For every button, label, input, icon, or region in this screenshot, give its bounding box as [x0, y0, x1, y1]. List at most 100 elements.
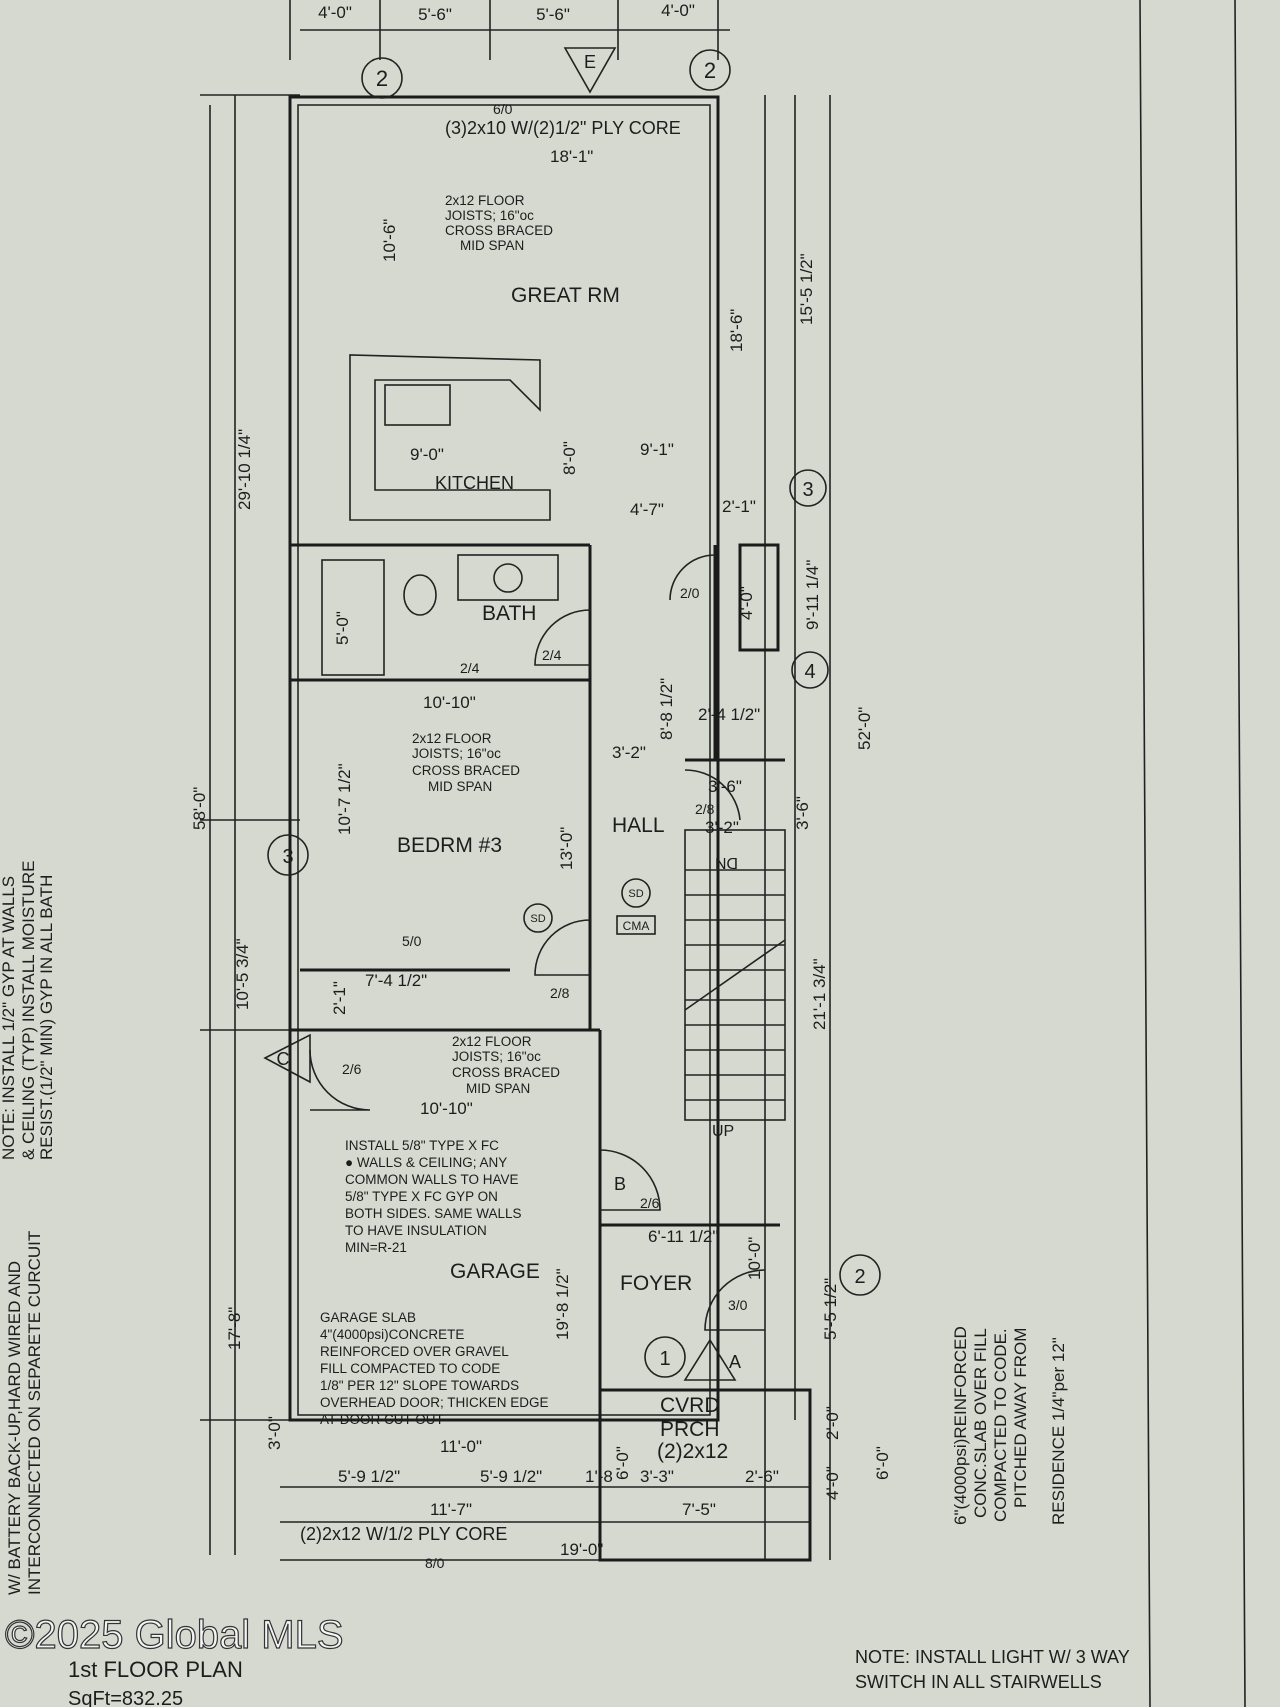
plan-label: 2/8	[695, 801, 715, 817]
plan-label: 6"(4000psi)REINFORCED	[951, 1326, 970, 1525]
plan-label: SD	[530, 913, 545, 925]
beam-label-top: (3)2x10 W/(2)1/2" PLY CORE	[445, 118, 681, 138]
plan-label: OVERHEAD DOOR; THICKEN EDGE	[320, 1395, 549, 1410]
plan-label: 19'-8 1/2"	[553, 1268, 572, 1340]
plan-mark	[309, 1049, 371, 1111]
plan-label: 2/6	[640, 1195, 660, 1211]
plan-label: 2	[704, 58, 716, 83]
plan-label: MID SPAN	[460, 238, 524, 253]
bottom-dimensions: 5'-9 1/2" 5'-9 1/2" 1'-8 3'-3" 2'-6" 11'…	[338, 1467, 779, 1559]
plan-label: INSTALL 5/8" TYPE X FC	[345, 1138, 499, 1153]
plan-label: JOISTS; 16"oc	[445, 208, 534, 223]
stairwell-note: NOTE: INSTALL LIGHT W/ 3 WAY SWITCH IN A…	[855, 1647, 1130, 1692]
plan-label: 2'-0"	[823, 1406, 842, 1440]
plan-label: 2x12 FLOOR	[452, 1034, 532, 1049]
plan-label: 10'-10"	[420, 1099, 473, 1118]
plan-label: 13'-0"	[557, 827, 576, 870]
plan-mark	[791, 651, 829, 689]
plan-label: FOYER	[620, 1272, 692, 1295]
plan-label: 8/0	[425, 1555, 445, 1571]
plan-label: 10'-5 3/4"	[233, 938, 252, 1010]
plan-mark	[684, 829, 786, 1121]
plan-label: 4'-7"	[630, 500, 664, 519]
beam-label-garage: (2)2x12 W/1/2 PLY CORE	[300, 1524, 507, 1544]
plan-label: 6'-11 1/2"	[648, 1227, 718, 1246]
plan-label: 3'-6"	[708, 777, 742, 796]
plan-label: NOTE: INSTALL 1/2" GYP AT WALLS	[0, 876, 18, 1160]
plan-label: 19'-0"	[560, 1540, 603, 1559]
plan-label: 8'-0"	[560, 441, 579, 475]
plan-label: 3'-2"	[612, 743, 646, 762]
plan-label: 11'-0"	[440, 1437, 482, 1456]
smoke-detectors: SD SD CMA	[523, 878, 656, 935]
plan-label: 5'-9 1/2"	[338, 1467, 400, 1486]
plan-label: 3'-3"	[640, 1467, 674, 1486]
plan-label: 4'-0"	[318, 3, 352, 22]
top-dimensions: 4'-0" 5'-6" 5'-6" 4'-0"	[318, 1, 695, 24]
toilet	[403, 574, 437, 616]
plan-label: GARAGE SLAB	[320, 1310, 416, 1325]
plan-mark	[683, 1338, 737, 1381]
plan-label: JOISTS; 16"oc	[452, 1049, 541, 1064]
plan-mark	[361, 57, 403, 99]
plan-label: BOTH SIDES. SAME WALLS	[345, 1206, 522, 1221]
plan-mark	[684, 769, 741, 821]
plan-label: 6/0	[493, 101, 513, 117]
plan-label: B	[614, 1174, 626, 1194]
plan-label: RESIDENCE 1/4"per 12"	[1049, 1337, 1068, 1525]
plan-mark	[839, 1254, 881, 1296]
plan-label: TO HAVE INSULATION	[345, 1223, 487, 1238]
plan-label: 18'-1"	[550, 147, 593, 166]
plan-label: 3/0	[728, 1297, 748, 1313]
door-tags: E C B A	[263, 47, 741, 1381]
plan-label: 1/8" PER 12" SLOPE TOWARDS	[320, 1378, 519, 1393]
plan-mark	[616, 915, 656, 935]
kitchen-counter	[349, 354, 551, 521]
plan-label: KITCHEN	[435, 473, 514, 493]
plan-label: 7'-5"	[682, 1500, 716, 1519]
plan-label: 4'-0"	[823, 1466, 842, 1500]
plan-label: 2x12 FLOOR	[445, 193, 525, 208]
plan-label: 2'-1"	[330, 981, 349, 1015]
plan-label: 6'-0"	[613, 1446, 632, 1480]
plan-label: 3	[282, 846, 293, 868]
plan-label: E	[584, 52, 596, 72]
plan-label: 2	[376, 66, 388, 91]
plan-label: HALL	[612, 814, 665, 837]
plan-label: W/ BATTERY BACK-UP,HARD WIRED AND	[5, 1261, 24, 1595]
plan-label: 4'-0"	[661, 1, 695, 20]
plan-label: 2/0	[680, 585, 700, 601]
plan-label: 21'-1 3/4"	[810, 958, 829, 1030]
plan-label: 3'-2"	[705, 818, 739, 837]
plan-label: PRCH	[660, 1418, 720, 1441]
plan-label: 8'-8 1/2"	[657, 678, 676, 740]
plan-label: ● WALLS & CEILING; ANY	[345, 1155, 507, 1170]
kitchen-sink	[384, 384, 451, 426]
plan-label: 3'-0"	[265, 1416, 284, 1450]
plan-label: CROSS BRACED	[452, 1065, 560, 1080]
plan-label: 3'-6"	[793, 796, 812, 830]
plan-label: MID SPAN	[466, 1081, 530, 1096]
right-dimensions: 15'-5 1/2" 9'-11 1/4" 52'-0" 21'-1 3/4" …	[797, 253, 892, 1500]
plan-label: CMA	[623, 919, 650, 933]
plan-mark	[789, 469, 827, 507]
plan-mark	[534, 609, 591, 666]
plan-label: 58'-0"	[190, 787, 209, 830]
plan-label: PITCHED AWAY FROM	[1011, 1328, 1030, 1508]
plan-label: 2'-1"	[722, 497, 756, 516]
plan-label: CVRD	[660, 1394, 720, 1417]
vanity-sink	[493, 563, 523, 593]
plan-mark	[738, 543, 780, 652]
plan-label: GREAT RM	[511, 284, 620, 307]
plan-label: 9'-11 1/4"	[803, 560, 822, 630]
plan-label: INTERCONNECTED ON SEPARETE CURCUIT	[25, 1231, 44, 1595]
left-dimensions: 29'-10 1/4" 58'-0" 10'-5 3/4" 17'-8" 3'-…	[190, 429, 284, 1450]
plan-mark	[563, 47, 617, 94]
plan-label: 2'-6"	[745, 1467, 779, 1486]
plan-mark	[598, 1388, 812, 1562]
plan-label: 4	[804, 661, 815, 683]
sheet-border	[1139, 0, 1151, 1707]
plan-label: 6'-0"	[873, 1446, 892, 1480]
